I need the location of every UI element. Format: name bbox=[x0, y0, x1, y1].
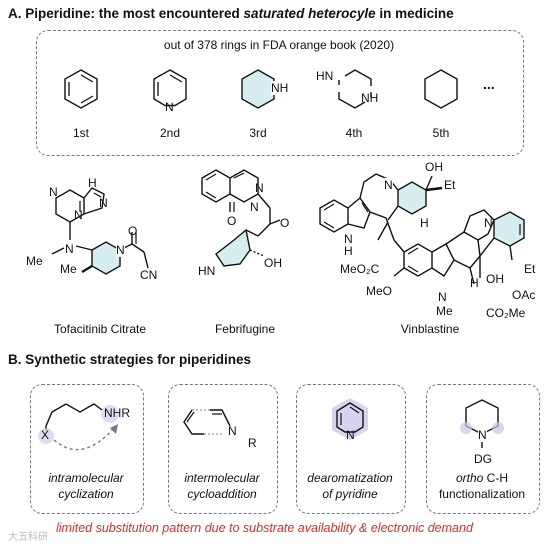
watermark: 大五科研 bbox=[8, 532, 48, 543]
strategy3-n-atom: N bbox=[346, 428, 355, 442]
vinblastine-n-indoline: N bbox=[438, 290, 447, 304]
vinblastine-me-n: Me bbox=[436, 304, 453, 318]
rank-5th: 5th bbox=[432, 126, 450, 140]
febrifugine-structure bbox=[201, 169, 281, 267]
ring-rank-box bbox=[36, 30, 524, 156]
rank-4th: 4th bbox=[345, 126, 363, 140]
febrifugine-hn: HN bbox=[198, 264, 216, 278]
strategy3-label-line1: dearomatization bbox=[307, 471, 393, 485]
vinblastine-co2me: CO₂Me bbox=[486, 306, 526, 320]
tofacitinib-n-pyrrole: N bbox=[99, 196, 108, 210]
tofacitinib-n-piperidine: N bbox=[116, 243, 125, 257]
limitation-note: limited substitution pattern due to subs… bbox=[56, 521, 473, 535]
febrifugine-n-1: N bbox=[255, 181, 264, 195]
strategy4-label-line1: ortho C-H bbox=[426, 470, 538, 486]
strategy2-label-line1: intermolecular bbox=[184, 471, 260, 485]
strategy4-dg-atom: DG bbox=[474, 452, 492, 466]
strategy1-x-atom: X bbox=[41, 428, 50, 442]
febrifugine-o-ketone: O bbox=[280, 216, 290, 230]
strategy4-ch: C-H bbox=[483, 471, 509, 485]
tofacitinib-o: O bbox=[128, 224, 138, 238]
ring-rank-subtitle: out of 378 rings in FDA orange book (202… bbox=[163, 38, 395, 52]
tofacitinib-structure bbox=[51, 187, 149, 275]
rank-3rd: 3rd bbox=[249, 126, 267, 140]
pyridine-structure bbox=[153, 69, 187, 107]
vinblastine-oh-lower: OH bbox=[486, 272, 504, 286]
piperidine-nh-atom: NH bbox=[271, 81, 289, 95]
section-a-title: A. Piperidine: the most encountered satu… bbox=[8, 6, 454, 21]
piperidine-structure bbox=[241, 69, 275, 109]
vinblastine-meo2c: MeO₂C bbox=[340, 262, 380, 276]
vinblastine-h-upper: H bbox=[420, 216, 429, 230]
piperazine-nh-atom: NH bbox=[361, 91, 379, 105]
strategy1-label-line1: intramolecular bbox=[48, 471, 124, 485]
strategy2-label-line2: cycloaddition bbox=[187, 487, 257, 501]
vinblastine-h-indole: H bbox=[344, 244, 353, 258]
strategy2-r-atom: R bbox=[248, 436, 257, 450]
febrifugine-name: Febrifugine bbox=[214, 322, 276, 336]
vinblastine-oac: OAc bbox=[512, 288, 536, 302]
vinblastine-structure bbox=[319, 173, 525, 285]
vinblastine-et-top: Et bbox=[444, 178, 456, 192]
vinblastine-n-upper: N bbox=[384, 178, 393, 192]
vinblastine-meo: MeO bbox=[366, 284, 393, 298]
tofacitinib-n-pyrimidine-2: N bbox=[74, 208, 83, 222]
febrifugine-n-2: N bbox=[250, 200, 259, 214]
intermolecular-fragments bbox=[183, 409, 231, 435]
rank-2nd: 2nd bbox=[159, 126, 181, 140]
strategy1-label-line2: cyclization bbox=[58, 487, 114, 501]
tofacitinib-name: Tofacitinib Citrate bbox=[53, 322, 147, 336]
tofacitinib-h-atom: H bbox=[88, 176, 97, 190]
cyclohexane-structure bbox=[424, 69, 458, 109]
febrifugine-o-carbonyl: O bbox=[227, 214, 237, 228]
rank-1st: 1st bbox=[72, 126, 89, 140]
strategy3-label-line2: of pyridine bbox=[322, 487, 378, 501]
tofacitinib-me-n: Me bbox=[26, 254, 43, 268]
strategy2-n-atom: N bbox=[228, 424, 237, 438]
tofacitinib-me: Me bbox=[60, 262, 77, 276]
tofacitinib-n-amine: N bbox=[65, 242, 74, 256]
tofacitinib-cn: CN bbox=[140, 268, 158, 282]
piperazine-structure bbox=[338, 69, 372, 109]
vinblastine-name: Vinblastine bbox=[400, 322, 460, 336]
piperazine-hn-atom: HN bbox=[316, 69, 334, 83]
vinblastine-oh-top: OH bbox=[425, 160, 443, 174]
febrifugine-oh: OH bbox=[264, 256, 282, 270]
strategy-intermolecular-box bbox=[168, 384, 278, 514]
vinblastine-nh-indole: N bbox=[344, 232, 353, 246]
vinblastine-h-lower: H bbox=[470, 276, 479, 290]
section-b-title: B. Synthetic strategies for piperidines bbox=[8, 352, 252, 367]
strategy4-label-line2: functionalization bbox=[438, 487, 526, 501]
strategy1-nhr-atom: NHR bbox=[104, 406, 130, 420]
strategy-ortho-ch-box bbox=[426, 384, 540, 514]
section-a-emph: saturated heterocyle bbox=[243, 6, 376, 21]
strategy-dearomatization-box bbox=[296, 384, 406, 514]
vinblastine-n-lower: N bbox=[484, 216, 493, 230]
strategy4-ortho: ortho bbox=[455, 471, 484, 485]
pyridine-n-atom: N bbox=[165, 100, 174, 114]
intramolecular-chain bbox=[38, 403, 119, 451]
more-rings-ellipsis: ... bbox=[483, 76, 495, 92]
benzene-structure bbox=[64, 69, 98, 109]
tofacitinib-n-pyrimidine: N bbox=[49, 185, 58, 199]
strategy4-n-atom: N bbox=[478, 428, 487, 442]
vinblastine-et-lower: Et bbox=[524, 262, 536, 276]
pyridine-halo-structure bbox=[332, 398, 368, 440]
strategy-intramolecular-box bbox=[30, 384, 144, 514]
